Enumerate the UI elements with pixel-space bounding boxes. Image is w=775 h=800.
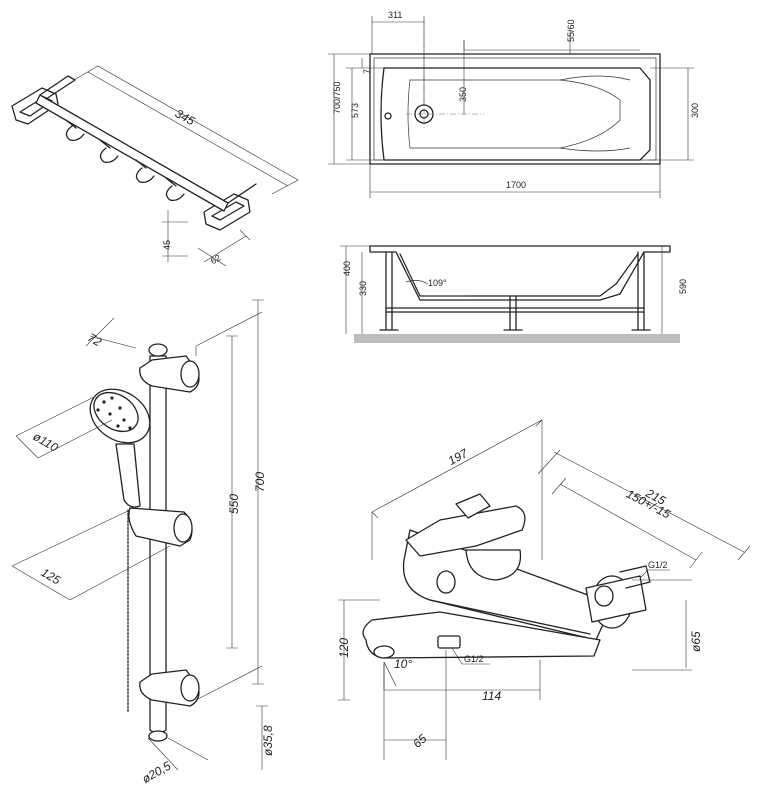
bathtub-length-label: 1700: [506, 180, 526, 190]
bathtub-drain-offset-label: 55/60: [566, 19, 576, 42]
shower-wall-mount-diameter-label: ø35,8: [261, 725, 275, 756]
bathtub-plan-view: 311 55/60 700/750 573 7 350 300 1700: [328, 10, 700, 198]
bathtub-basin-width-label: 300: [690, 103, 700, 118]
mixer-spout-angle-label: 10°: [394, 657, 412, 671]
bathtub-drain-distance-label: 350: [458, 87, 468, 102]
bathtub-backrest-angle-label: 109°: [428, 278, 447, 288]
bathtub-inner-depth-label: 573: [350, 103, 360, 118]
bathtub-rim-label: 7: [362, 69, 372, 74]
floor-line: [354, 334, 680, 343]
towel-rail-height-label: 45: [162, 240, 172, 250]
shower-rail-diameter-label: ø20,5: [140, 758, 174, 786]
bathtub-width-label: 311: [388, 10, 402, 20]
mixer-escutcheon-diameter-label: ø65: [689, 631, 703, 652]
mixer-spout-projection-label: 114: [482, 689, 501, 703]
shower-handset-offset-label: 125: [39, 565, 64, 587]
mixer-connection-thread-label: G1/2: [648, 560, 668, 570]
shower-head-diameter-label: ø110: [31, 429, 61, 455]
mixer-spout-offset-label: 65: [410, 731, 429, 751]
bathtub-side-view: 109° 400 330 590: [340, 245, 688, 343]
shower-rail-length-label: 700: [253, 472, 267, 492]
bathtub-total-height-label: 590: [678, 279, 688, 294]
mixer-outlet-thread-label: G1/2: [464, 654, 484, 664]
mixer-height-label: 120: [337, 638, 351, 658]
towel-rail-depth-label: 62: [209, 253, 223, 267]
shower-slide-range-label: 550: [227, 494, 241, 514]
towel-rail-length-label: 345: [173, 106, 198, 128]
towel-rail-drawing: 345 45 62: [11, 65, 299, 267]
bathtub-depth-range-label: 700/750: [332, 81, 342, 114]
bathtub-leg-height-label: 330: [358, 281, 368, 296]
bathtub-frame-height-label: 400: [342, 261, 352, 276]
shower-bracket-offset-label: 72: [85, 330, 104, 349]
mixer-body-length-label: 197: [446, 446, 471, 468]
shower-set-drawing: 72 ø110 125 550 700 ø20,5 ø35,8: [11, 299, 275, 786]
bath-mixer-drawing: 197 215 150+/-15 G1/2 120 10° G1/2 114 6…: [337, 419, 751, 760]
